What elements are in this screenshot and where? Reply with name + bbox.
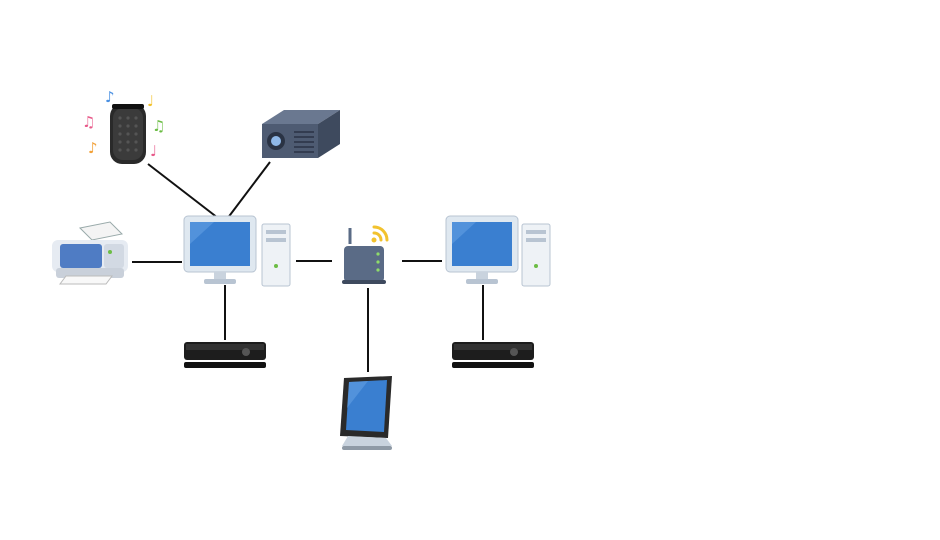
svg-text:♪: ♪ (105, 88, 115, 106)
desktop-pc-left-icon (183, 215, 291, 287)
edge-projector-pc-left (223, 161, 271, 224)
wifi-router-icon (342, 228, 386, 284)
wifi-signal-icon (371, 225, 389, 243)
kinect-sensor-left-icon (184, 342, 266, 368)
svg-text:♫: ♫ (82, 113, 95, 131)
tablet-stand-icon (340, 376, 392, 450)
music-notes-icon: ♪ ♩ ♫ ♫ ♪ ♩ (82, 88, 165, 160)
projector-icon (262, 110, 340, 158)
printer-icon (52, 221, 128, 285)
kinect-sensor-right-icon (452, 342, 534, 368)
svg-text:♩: ♩ (150, 142, 157, 160)
edge-speaker-pc-left (147, 163, 219, 219)
connections (132, 161, 484, 372)
svg-text:♫: ♫ (152, 117, 165, 135)
svg-text:♩: ♩ (147, 92, 154, 110)
desktop-pc-right-icon (445, 215, 551, 287)
svg-text:♪: ♪ (88, 139, 98, 157)
smart-speaker-icon (110, 104, 146, 164)
